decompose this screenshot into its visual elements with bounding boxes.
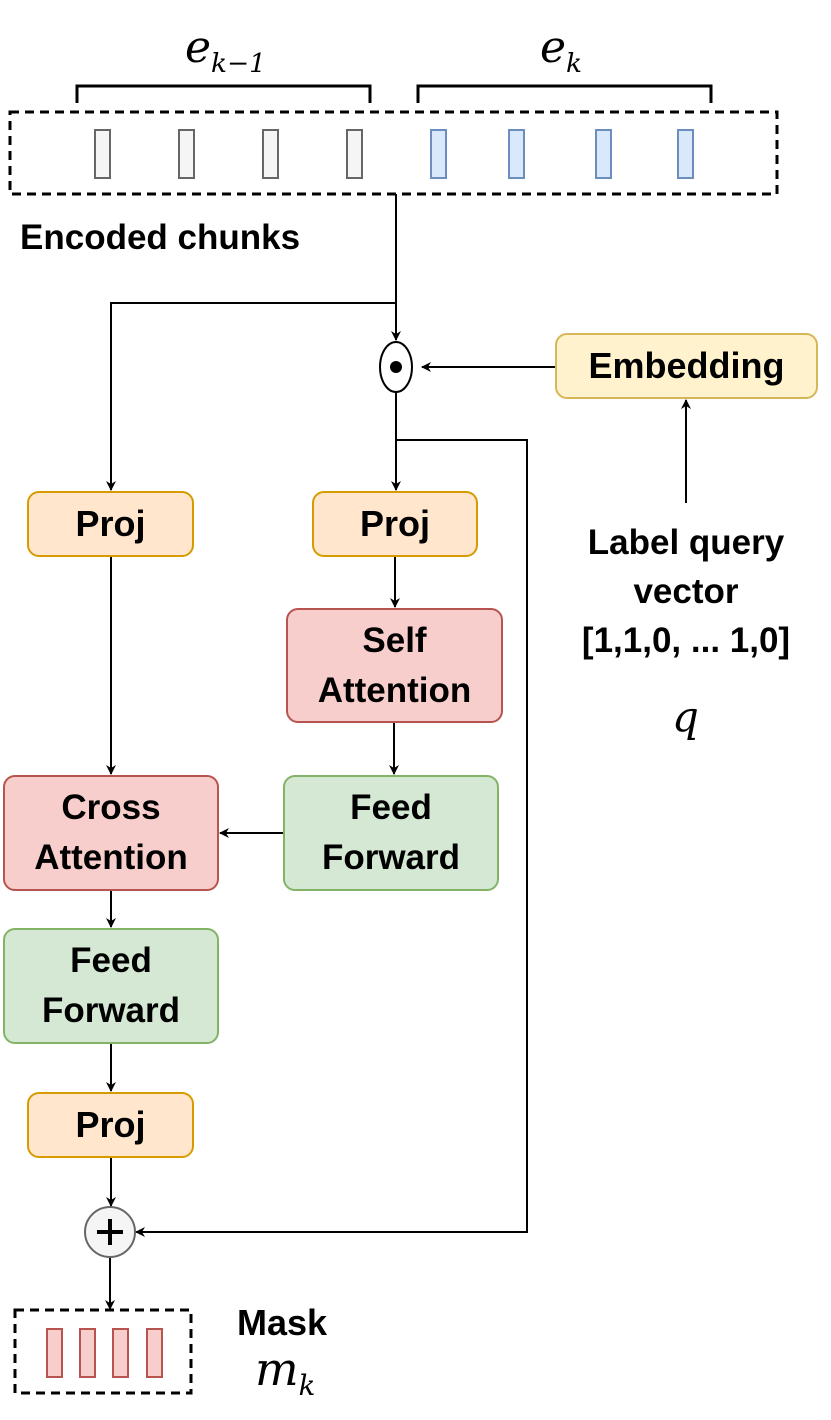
label-query-text: Label query vector [1,1,0, ... 1,0] [556,518,816,665]
mask-chunk [112,1328,129,1378]
proj-block-right: Proj [312,491,478,557]
prev-chunk [178,129,195,179]
query-line-1: Label query [587,523,785,562]
proj-block-bottom: Proj [27,1092,194,1158]
mask-chunk [79,1328,96,1378]
proj-block-left: Proj [27,491,194,557]
encoded-chunks-label: Encoded chunks [20,218,301,257]
prev-chunk [94,129,111,179]
mask-container [13,1308,193,1395]
query-symbol: q [672,692,699,741]
cur-chunk [508,129,525,179]
mask-label: Mask [237,1302,328,1343]
cur-chunk [595,129,612,179]
cur-chunk [677,129,694,179]
prev-chunk-label: ek−1 [185,22,266,79]
prev-chunk [346,129,363,179]
embedding-block: Embedding [555,333,818,399]
mask-symbol: mk [255,1342,316,1403]
mask-chunk [46,1328,63,1378]
encoded-chunks-container [8,110,779,196]
elementwise-product-operator [379,341,413,393]
prev-chunk [262,129,279,179]
chunk-brackets [75,84,713,103]
cur-chunk [430,129,447,179]
mask-chunk [146,1328,163,1378]
query-line-2: vector [633,572,739,611]
query-line-3: [1,1,0, ... 1,0] [581,621,791,660]
cur-chunk-label: ek [540,22,583,79]
add-operator [84,1206,136,1258]
